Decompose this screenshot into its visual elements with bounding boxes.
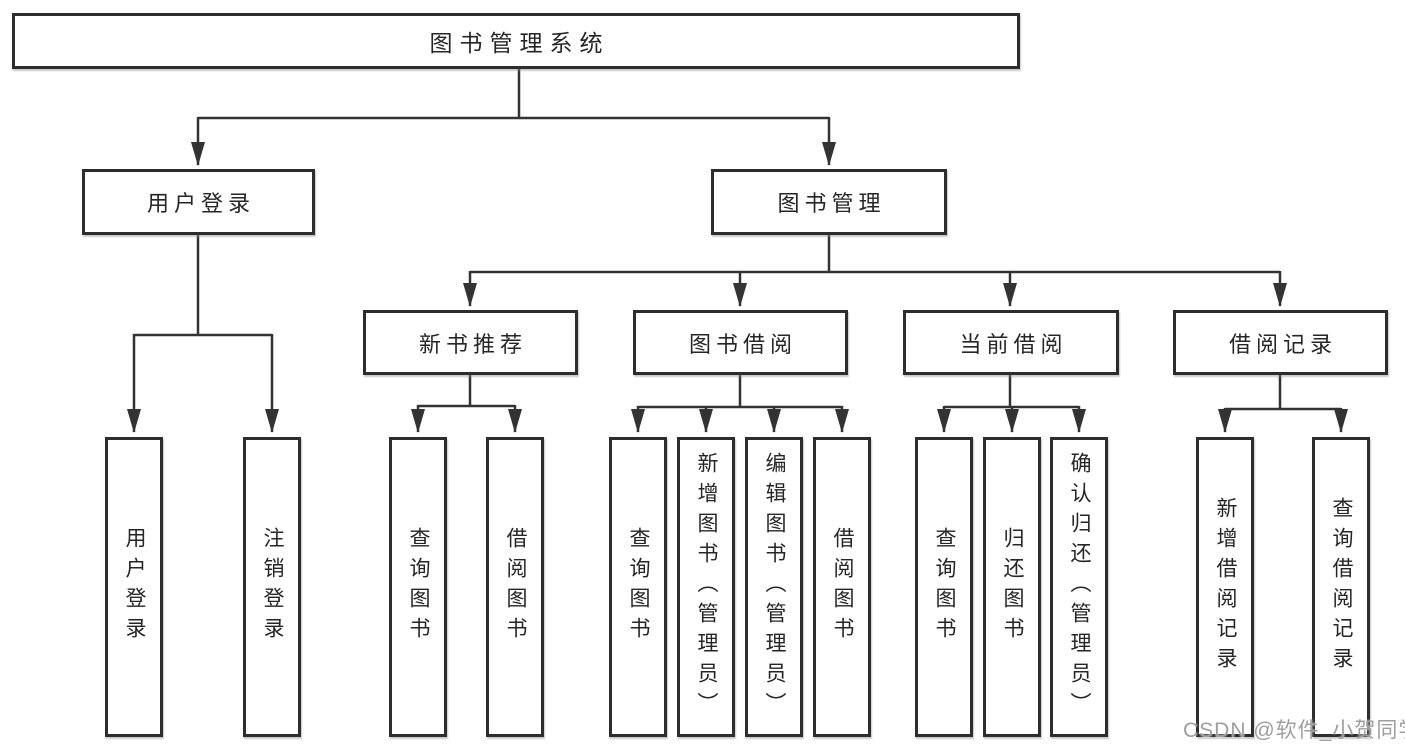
node-user-login: 用户登录 <box>82 169 315 235</box>
csdn-watermark: CSDN @软件_小贺同学 <box>1183 719 1405 742</box>
leaf-borrow-books-recommend: 借阅图书 <box>486 437 544 737</box>
node-current-borrow: 当前借阅 <box>903 310 1119 375</box>
node-root-system: 图书管理系统 <box>12 13 1020 69</box>
leaf-edit-books-admin: 编辑图书（管理员） <box>745 437 803 737</box>
leaf-logout: 注销登录 <box>243 437 301 737</box>
leaf-add-borrow-record: 新增借阅记录 <box>1196 437 1254 737</box>
leaf-add-books-admin: 新增图书（管理员） <box>677 437 735 737</box>
leaf-user-login: 用户登录 <box>105 437 163 737</box>
leaf-query-books-borrow: 查询图书 <box>609 437 667 737</box>
leaf-query-books-recommend: 查询图书 <box>389 437 447 737</box>
leaf-query-books-current: 查询图书 <box>915 437 973 737</box>
leaf-query-borrow-record: 查询借阅记录 <box>1312 437 1370 737</box>
node-book-management: 图书管理 <box>711 169 947 235</box>
leaf-borrow-books: 借阅图书 <box>813 437 871 737</box>
leaf-confirm-return-admin: 确认归还（管理员） <box>1050 437 1108 737</box>
node-borrow-records: 借阅记录 <box>1173 310 1388 375</box>
node-book-borrow: 图书借阅 <box>633 310 848 375</box>
node-new-book-recommend: 新书推荐 <box>363 310 578 375</box>
leaf-return-books: 归还图书 <box>983 437 1041 737</box>
